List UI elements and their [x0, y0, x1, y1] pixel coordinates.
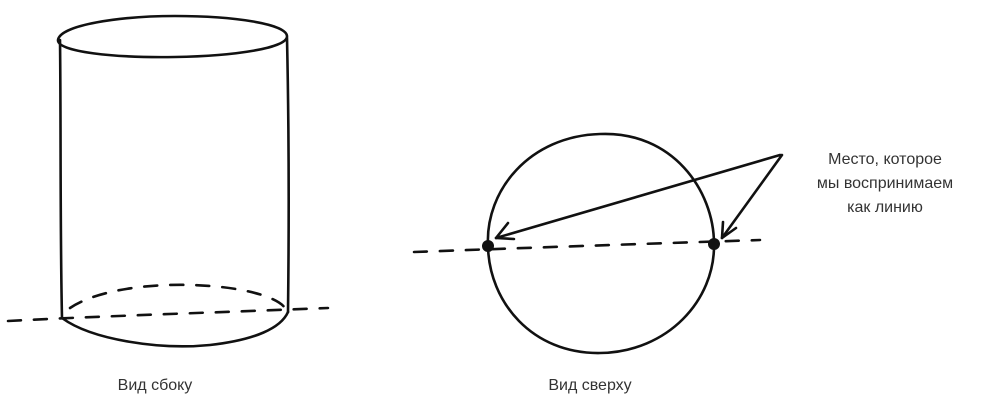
cylinder-left-wall	[60, 40, 62, 318]
side-view-caption: Вид сбоку	[95, 377, 215, 395]
top-view-dashed-line	[414, 240, 760, 252]
callout-line-1: Место, которое	[790, 148, 980, 172]
cylinder-side-view	[8, 16, 328, 346]
cylinder-bottom-back-arc	[70, 285, 285, 308]
callout-line-3: как линию	[790, 196, 980, 220]
arrow-to-left-point	[496, 155, 780, 238]
top-view-caption: Вид сверху	[520, 377, 660, 395]
arrow-to-right-point	[722, 155, 782, 238]
callout-arrows	[496, 155, 782, 239]
left-contact-point	[482, 240, 494, 252]
cylinder-top-ellipse	[58, 16, 287, 57]
cylinder-right-wall	[287, 38, 289, 312]
callout-label: Место, которое мы воспринимаем как линию	[790, 148, 980, 220]
callout-line-2: мы воспринимаем	[790, 172, 980, 196]
circle-top-view	[414, 134, 760, 353]
side-view-dashed-line	[8, 308, 328, 321]
right-contact-point	[708, 238, 720, 250]
